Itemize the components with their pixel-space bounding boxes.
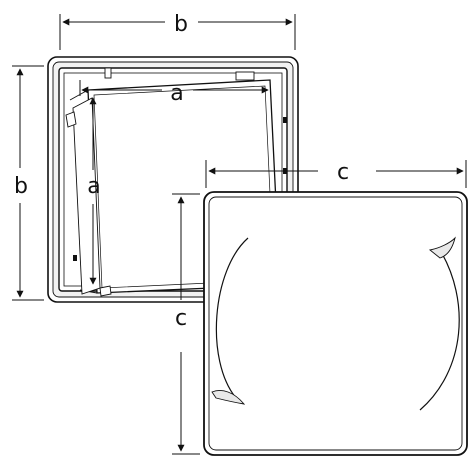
- frame-hardware: [65, 67, 287, 297]
- label-cover-width: c: [337, 160, 349, 185]
- cover-panel: [203, 191, 468, 456]
- label-outer-height: b: [14, 174, 28, 199]
- label-outer-width: b: [174, 12, 188, 37]
- label-inner-height: a: [87, 174, 100, 199]
- dimension-cover-width: c: [205, 160, 467, 188]
- label-cover-height: c: [175, 306, 187, 331]
- dimension-inner-width: a: [79, 80, 269, 106]
- dimension-cover-height: c: [172, 193, 200, 455]
- dimension-outer-height: b: [12, 65, 44, 301]
- label-inner-width: a: [170, 81, 183, 106]
- dimension-outer-width: b: [59, 12, 296, 50]
- dimension-inner-height: a: [87, 97, 101, 285]
